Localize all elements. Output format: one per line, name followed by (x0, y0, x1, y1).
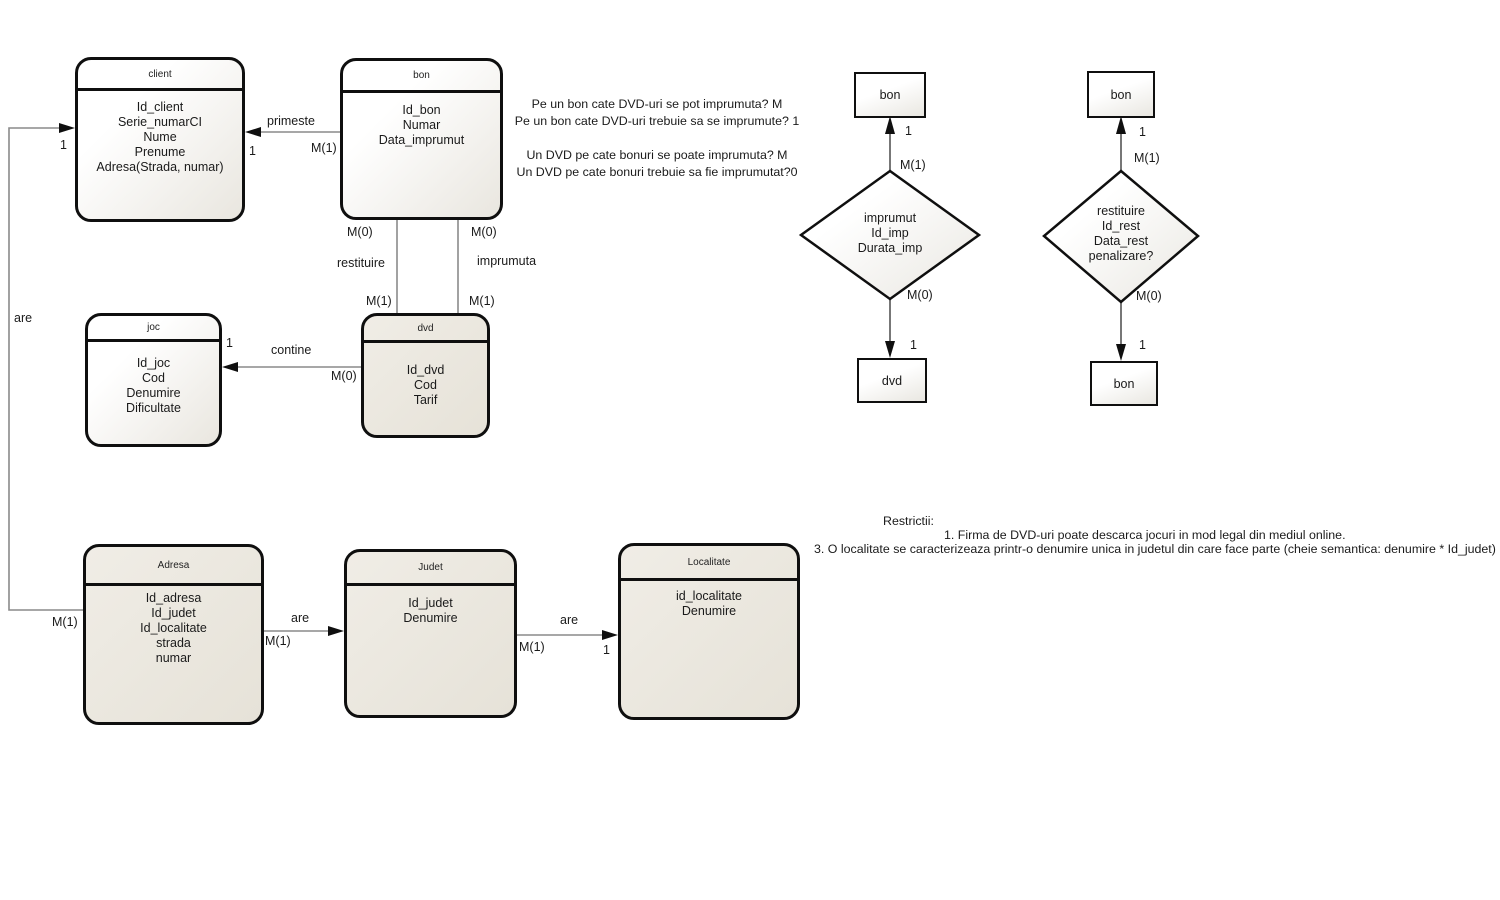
entity-dvd-attributes: Id_dvd Cod Tarif (406, 363, 445, 407)
entity-adresa-title: Adresa (86, 547, 261, 586)
connector-are-client-adresa (8, 127, 83, 611)
arrowhead-are-judet-localitate (602, 630, 618, 640)
entity-localitate-title: Localitate (621, 546, 797, 581)
entity-joc: joc Id_joc Cod Denumire Dificultate (85, 313, 222, 447)
relationship-label-are-judet-localitate: are (560, 613, 579, 627)
cardinality-primeste-bon: M(1) (311, 141, 337, 155)
diamond-restituire (1042, 169, 1200, 304)
arrowhead-imprumut-bon (885, 116, 895, 134)
relationship-label-contine: contine (271, 343, 312, 357)
cardinality-restituire-diag-bottom-one: 1 (1139, 338, 1146, 352)
cardinality-imprumuta-bottom: M(1) (469, 294, 495, 308)
entity-bon-attributes: Id_bon Numar Data_imprumut (378, 103, 465, 147)
arrowhead-imprumut-dvd (885, 341, 895, 358)
entity-joc-attributes: Id_joc Cod Denumire Dificultate (126, 356, 181, 415)
entity-client-title: client (78, 60, 242, 91)
entity-dvd: dvd Id_dvd Cod Tarif (361, 313, 490, 438)
cardinality-imprumut-top-one: 1 (905, 124, 912, 138)
cardinality-imprumut-top: M(1) (900, 158, 926, 172)
entity-judet-attributes: Id_judet Denumire (403, 596, 458, 625)
entity-joc-title: joc (88, 316, 219, 342)
cardinality-restituire-bottom: M(1) (366, 294, 392, 308)
relationship-label-are-client-adresa: are (14, 311, 33, 325)
box-dvd-imprumut-bottom: dvd (857, 358, 927, 403)
cardinality-primeste-client: 1 (249, 144, 256, 158)
relationship-label-primeste: primeste (267, 114, 315, 128)
cardinality-restituire-top: M(0) (347, 225, 373, 239)
cardinality-restituire-diag-top-one: 1 (1139, 125, 1146, 139)
entity-judet: Judet Id_judet Denumire (344, 549, 517, 718)
diamond-imprumut-text: imprumut Id_imp Durata_imp (857, 211, 923, 255)
entity-bon-title: bon (343, 61, 500, 93)
cardinality-contine-dvd: M(0) (331, 369, 357, 383)
entity-adresa: Adresa Id_adresa Id_judet Id_localitate … (83, 544, 264, 725)
arrowhead-primeste (245, 127, 261, 137)
note-questions: Pe un bon cate DVD-uri se pot imprumuta?… (514, 97, 800, 179)
note-restrictii-line1: 1. Firma de DVD-uri poate descarca jocur… (944, 528, 1346, 542)
cardinality-restituire-diag-bottom: M(0) (1136, 289, 1162, 303)
entity-adresa-attributes: Id_adresa Id_judet Id_localitate strada … (140, 591, 207, 665)
box-bon-imprumut-top: bon (854, 72, 926, 118)
relationship-label-restituire: restituire (337, 256, 385, 270)
cardinality-are-adresa-judet: M(1) (265, 634, 291, 648)
arrowhead-restituire-bon-top (1116, 116, 1126, 134)
arrowhead-are-client-adresa (59, 123, 75, 133)
diamond-imprumut (798, 169, 982, 301)
entity-localitate-attributes: id_localitate Denumire (675, 589, 742, 618)
note-restrictii-line2: 3. O localitate se caracterizeaza printr… (814, 542, 1496, 556)
cardinality-are-adresa: M(1) (52, 615, 78, 629)
cardinality-restituire-diag-top: M(1) (1134, 151, 1160, 165)
cardinality-are-client: 1 (60, 138, 67, 152)
box-bon-restituire-top: bon (1087, 71, 1155, 118)
entity-judet-title: Judet (347, 552, 514, 586)
entity-client-attributes: Id_client Serie_numarCI Nume Prenume Adr… (96, 100, 224, 174)
diamond-restituire-text: restituire Id_rest Data_rest penalizare? (1088, 204, 1154, 263)
cardinality-imprumuta-top: M(0) (471, 225, 497, 239)
cardinality-are-localitate: 1 (603, 643, 610, 657)
note-restrictii-title: Restrictii: (883, 514, 934, 528)
cardinality-contine-joc: 1 (226, 336, 233, 350)
entity-dvd-title: dvd (364, 316, 487, 343)
cardinality-imprumut-bottom: M(0) (907, 288, 933, 302)
arrowhead-contine (222, 362, 238, 372)
arrowhead-restituire-bon-bottom (1116, 344, 1126, 361)
relationship-label-imprumuta: imprumuta (477, 254, 537, 268)
arrowhead-are-adresa-judet (328, 626, 344, 636)
relationship-label-are-adresa-judet: are (291, 611, 310, 625)
cardinality-are-judet: M(1) (519, 640, 545, 654)
entity-client: client Id_client Serie_numarCI Nume Pren… (75, 57, 245, 222)
box-bon-restituire-bottom: bon (1090, 361, 1158, 406)
cardinality-imprumut-bottom-one: 1 (910, 338, 917, 352)
entity-bon: bon Id_bon Numar Data_imprumut (340, 58, 503, 220)
entity-localitate: Localitate id_localitate Denumire (618, 543, 800, 720)
